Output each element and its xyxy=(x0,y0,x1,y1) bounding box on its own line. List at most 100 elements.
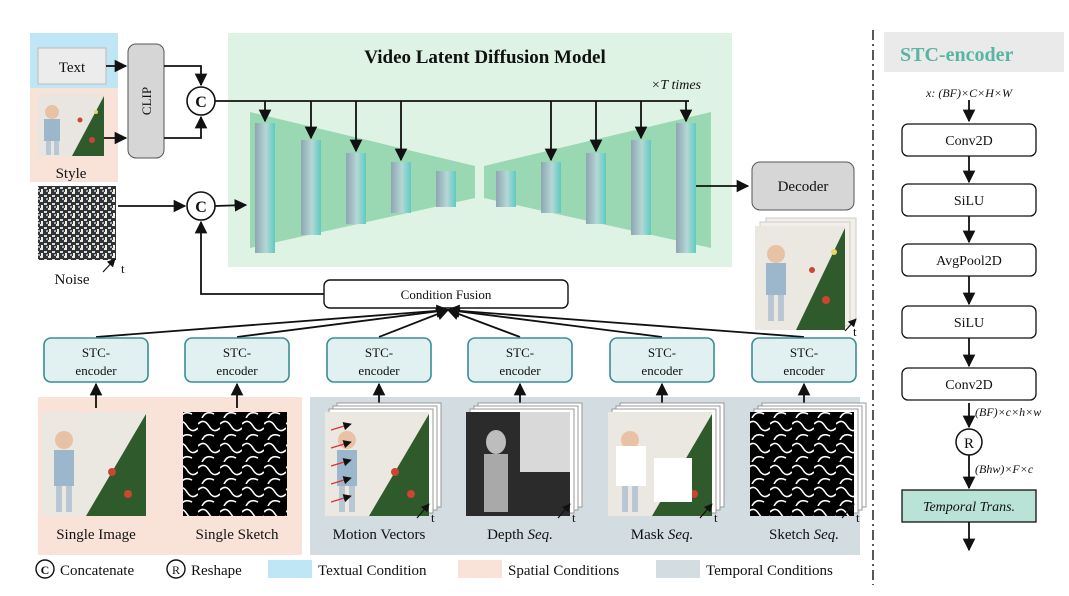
fusion-arrow xyxy=(446,304,805,338)
motion-vector xyxy=(330,440,352,449)
noise-image xyxy=(38,186,116,260)
clip-box xyxy=(127,43,165,159)
stc-encoder-label: encoder xyxy=(499,363,541,378)
sketch-thumbnail xyxy=(750,412,854,516)
legend-textual-swatch xyxy=(268,560,312,578)
noise-t-label: t xyxy=(121,261,125,276)
stc-layer-label: Conv2D xyxy=(945,378,992,393)
time-label: t xyxy=(572,510,576,525)
child-leg xyxy=(622,486,628,512)
input-label-italic: Seq. xyxy=(668,527,693,543)
input-label: Single Image xyxy=(56,527,136,543)
motion-vector xyxy=(330,458,352,467)
ornament xyxy=(407,490,415,498)
unet-bar xyxy=(676,123,696,253)
concat-symbol-top: C xyxy=(195,94,207,111)
ornament xyxy=(108,468,116,476)
input-label-italic: Seq. xyxy=(528,527,553,543)
child-head xyxy=(621,431,639,449)
stc-encoder-box xyxy=(467,337,573,383)
stc-encoder-label: encoder xyxy=(358,363,400,378)
unet-bar xyxy=(541,162,561,213)
stc-shape-after-conv: (BF)×c×h×w xyxy=(975,405,1041,419)
stc-temporal-trans-label: Temporal Trans. xyxy=(923,500,1015,515)
output-video xyxy=(755,217,857,330)
unet-bar xyxy=(436,171,456,207)
concat-symbol-bottom: C xyxy=(195,199,207,216)
fusion-arrow xyxy=(95,304,450,338)
time-arrow xyxy=(557,503,571,519)
stc-encoder-label: STC- xyxy=(223,345,251,360)
stc-input-shape: x: (BF)×C×H×W xyxy=(925,86,1013,100)
style-image xyxy=(38,94,104,156)
stc-layer-label: SiLU xyxy=(954,194,984,209)
motion-vector xyxy=(330,422,352,431)
tree-shape xyxy=(369,414,429,516)
legend-reshape-label: Reshape xyxy=(191,563,242,579)
stc-reshape-symbol: R xyxy=(964,436,974,452)
stc-encoder-label: STC- xyxy=(648,345,676,360)
stc-layer-box xyxy=(901,367,1037,401)
unet-bar xyxy=(586,153,606,224)
decoder-box xyxy=(751,161,855,211)
child-leg xyxy=(632,486,638,512)
text-label: Text xyxy=(59,60,86,76)
output-t-label: t xyxy=(853,324,857,339)
ornament xyxy=(391,468,399,476)
decoder-label: Decoder xyxy=(778,179,829,195)
time-arrow xyxy=(699,503,713,519)
stc-encoder-label: encoder xyxy=(75,363,117,378)
stc-shape-after-reshape: (Bhw)×F×c xyxy=(975,462,1034,476)
motion-vector xyxy=(330,494,352,503)
stc-encoder-label: STC- xyxy=(365,345,393,360)
condition-fusion-label: Condition Fusion xyxy=(401,287,492,302)
child-leg xyxy=(66,486,72,512)
output-t-arrow xyxy=(844,318,857,332)
unet-bar xyxy=(496,171,516,207)
time-arrow xyxy=(416,503,430,519)
time-label: t xyxy=(431,510,435,525)
input-label: Depth Seq. xyxy=(487,527,553,543)
stc-encoder-label: encoder xyxy=(216,363,258,378)
fusion-arrow xyxy=(236,305,450,338)
time-label: t xyxy=(856,510,860,525)
tree-shape xyxy=(86,414,146,516)
main-arrows xyxy=(104,59,750,295)
fusion-arrow xyxy=(446,305,663,338)
legend: C Concatenate R Reshape Textual Conditio… xyxy=(35,559,833,579)
legend-concat-symbol: C xyxy=(41,563,50,577)
stc-encoder-label: STC- xyxy=(790,345,818,360)
depth-figure xyxy=(486,430,506,454)
stc-title-bg xyxy=(884,32,1064,72)
child-leg xyxy=(56,486,62,512)
legend-concat-circle xyxy=(35,559,55,579)
fusion-arrows xyxy=(95,304,805,338)
legend-concat-label: Concatenate xyxy=(60,563,134,579)
stc-layer-label: AvgPool2D xyxy=(936,254,1002,269)
mask-block xyxy=(616,446,646,486)
stc-layer-label: Conv2D xyxy=(945,134,992,149)
unet-bar xyxy=(631,140,651,235)
clip-label: CLIP xyxy=(139,87,154,115)
child-body xyxy=(54,450,74,486)
child-head xyxy=(55,431,73,449)
child-body xyxy=(337,450,357,486)
stc-encoder-label: STC- xyxy=(506,345,534,360)
noise-label: Noise xyxy=(55,272,90,288)
sketch-thumbnail xyxy=(183,412,287,516)
unet-bar xyxy=(255,123,275,253)
child-head xyxy=(338,431,356,449)
stc-encoder-label: STC- xyxy=(82,345,110,360)
fusion-arrow xyxy=(378,308,450,338)
ornament xyxy=(124,490,132,498)
stc-title: STC-encoder xyxy=(900,44,1013,66)
unet-bars xyxy=(255,123,696,253)
legend-textual-label: Textual Condition xyxy=(318,563,427,579)
input-label: Mask Seq. xyxy=(631,527,694,543)
latent-drop-arrows xyxy=(258,101,693,162)
stc-encoder-box xyxy=(184,337,290,383)
time-label: t xyxy=(714,510,718,525)
depth-figure xyxy=(484,454,508,512)
input-label: Single Sketch xyxy=(196,527,279,543)
